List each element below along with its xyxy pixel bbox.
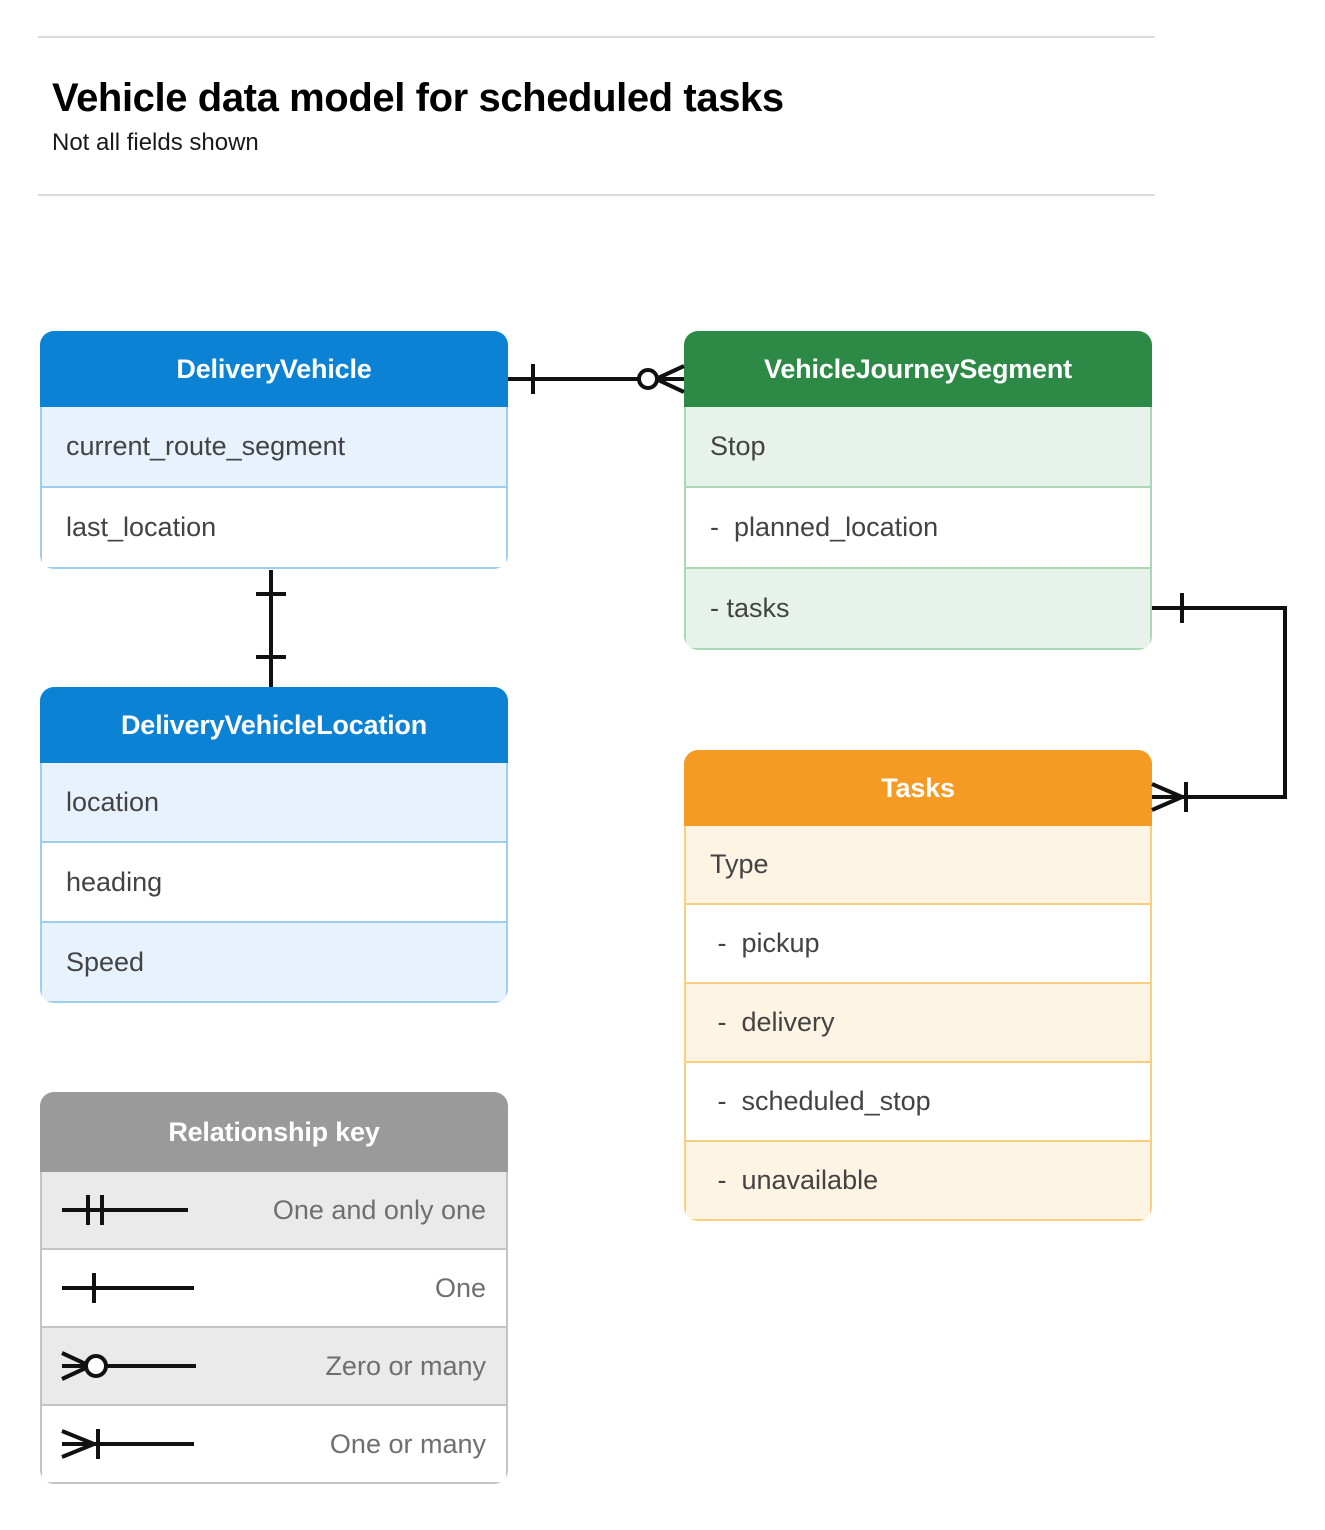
- connector-vehicle-to-location: [256, 570, 286, 687]
- entity-field-row: - pickup: [684, 905, 1152, 984]
- connector-vehicle-to-journey-segment: [508, 364, 685, 394]
- entity-delivery-vehicle[interactable]: DeliveryVehicle current_route_segment la…: [40, 331, 508, 569]
- entity-field-row: heading: [40, 843, 508, 923]
- connector-journey-segment-tasks-to-tasks: [1151, 593, 1287, 812]
- legend-row-one-and-only-one: One and only one: [40, 1172, 508, 1250]
- entity-field-row: current_route_segment: [40, 407, 508, 488]
- page-subtitle: Not all fields shown: [52, 129, 259, 156]
- page-title: Vehicle data model for scheduled tasks: [52, 76, 784, 120]
- entity-field-row: - unavailable: [684, 1142, 1152, 1221]
- legend-label: One or many: [329, 1428, 486, 1459]
- entity-field-row: location: [40, 763, 508, 843]
- entity-field-row: Type: [684, 826, 1152, 905]
- entity-field-row: - tasks: [684, 569, 1152, 650]
- legend-label: Zero or many: [325, 1350, 486, 1381]
- entity-field-row: - scheduled_stop: [684, 1063, 1152, 1142]
- entity-field-row: - delivery: [684, 984, 1152, 1063]
- one-icon: [60, 1268, 210, 1308]
- entity-title-delivery-vehicle: DeliveryVehicle: [40, 331, 508, 407]
- entity-vehicle-journey-segment[interactable]: VehicleJourneySegment Stop - planned_loc…: [684, 331, 1152, 650]
- entity-delivery-vehicle-location[interactable]: DeliveryVehicleLocation location heading…: [40, 687, 508, 1003]
- entity-title-tasks: Tasks: [684, 750, 1152, 826]
- entity-field-row: last_location: [40, 488, 508, 569]
- entity-field-row: Stop: [684, 407, 1152, 488]
- page-header: Vehicle data model for scheduled tasks N…: [38, 36, 1155, 197]
- legend-row-one: One: [40, 1250, 508, 1328]
- header-rule-top: [38, 36, 1155, 38]
- legend-label: One and only one: [272, 1194, 486, 1225]
- relationship-key-legend[interactable]: Relationship key One and only one One: [40, 1092, 508, 1484]
- entity-field-row: Speed: [40, 923, 508, 1003]
- one-or-many-icon: [60, 1424, 210, 1464]
- entity-title-vehicle-journey-segment: VehicleJourneySegment: [684, 331, 1152, 407]
- entity-tasks[interactable]: Tasks Type - pickup - delivery - schedul…: [684, 750, 1152, 1221]
- legend-row-zero-or-many: Zero or many: [40, 1328, 508, 1406]
- one-and-only-one-icon: [60, 1190, 210, 1230]
- zero-or-many-icon: [60, 1346, 210, 1386]
- entity-title-delivery-vehicle-location: DeliveryVehicleLocation: [40, 687, 508, 763]
- legend-label: One: [434, 1272, 486, 1303]
- header-rule-bottom: [38, 194, 1155, 197]
- legend-title: Relationship key: [40, 1092, 508, 1172]
- legend-row-one-or-many: One or many: [40, 1406, 508, 1484]
- entity-field-row: - planned_location: [684, 488, 1152, 569]
